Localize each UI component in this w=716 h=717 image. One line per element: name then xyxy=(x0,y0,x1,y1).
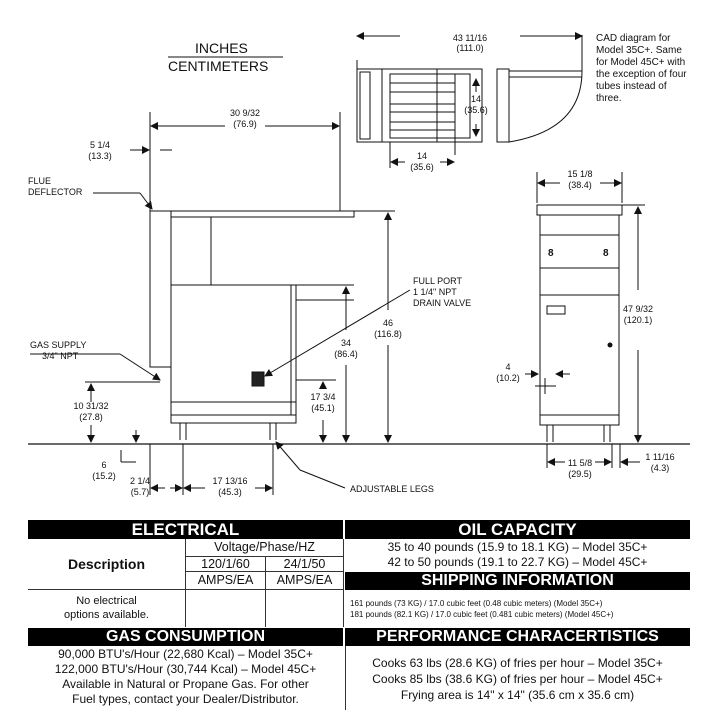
svg-text:Model 35C+. Same: Model 35C+. Same xyxy=(596,45,682,56)
side-view xyxy=(30,112,411,495)
dim-label: (45.1) xyxy=(311,403,335,413)
callout-label: 3/4" NPT xyxy=(42,351,79,361)
voltage-col-1: 120/1/60 xyxy=(201,557,250,571)
callout-label: GAS SUPPLY xyxy=(30,340,86,350)
dim-label: (86.4) xyxy=(334,349,358,359)
callout-label: DRAIN VALVE xyxy=(413,298,471,308)
shipping-header: SHIPPING INFORMATION xyxy=(345,572,690,590)
voltage-col-2: 24/1/50 xyxy=(283,557,326,571)
dim-label: (120.1) xyxy=(624,315,653,325)
amps-col-2: AMPS/EA xyxy=(276,573,333,587)
front-view xyxy=(525,172,645,468)
dim-label: 4 xyxy=(505,362,510,372)
svg-text:three.: three. xyxy=(596,93,622,104)
dim-label: (35.6) xyxy=(464,105,488,115)
dim-label: (111.0) xyxy=(456,43,483,53)
dim-label: 17 3/4 xyxy=(310,392,335,402)
dim-label: (76.9) xyxy=(233,119,257,129)
cad-note: CAD diagram for Model 35C+. Same for Mod… xyxy=(596,33,687,104)
oil-capacity-text: 35 to 40 pounds (15.9 to 18.1 KG) – Mode… xyxy=(387,540,648,569)
svg-text:tubes instead of: tubes instead of xyxy=(596,81,667,92)
dim-label: (4.3) xyxy=(651,463,670,473)
dim-label: (116.8) xyxy=(374,329,402,339)
cad-drawing: 8 8 INCHES CENTIMETERS 43 11/16 (111.0) 1… xyxy=(28,32,690,497)
dim-label: 14 xyxy=(471,94,481,104)
dim-label: 43 11/16 xyxy=(453,33,487,43)
dim-label: 10 31/32 xyxy=(73,401,108,411)
dim-label: (29.5) xyxy=(568,469,592,479)
callout-label: DEFLECTOR xyxy=(28,187,83,197)
callout-label: ADJUSTABLE LEGS xyxy=(350,484,434,494)
dim-label: (15.2) xyxy=(92,471,116,481)
amps-col-1: AMPS/EA xyxy=(197,573,254,587)
dim-label: 5 1/4 xyxy=(90,140,110,150)
oil-capacity-header: OIL CAPACITY xyxy=(345,520,690,539)
gas-consumption-header: GAS CONSUMPTION xyxy=(28,628,343,646)
units-centimeters: CENTIMETERS xyxy=(168,58,268,74)
performance-header: PERFORMANCE CHARACERTISTICS xyxy=(345,628,690,646)
dim-label: (38.4) xyxy=(568,180,592,190)
dim-label: 6 xyxy=(101,460,106,470)
dim-label: (35.6) xyxy=(410,162,434,172)
svg-text:8: 8 xyxy=(548,248,554,259)
dim-label: 17 13/16 xyxy=(212,476,247,486)
dim-label: (45.3) xyxy=(218,487,242,497)
dim-label: 34 xyxy=(341,338,351,348)
dim-label: (13.3) xyxy=(88,151,112,161)
dim-label: 11 5/8 xyxy=(568,458,592,468)
callout-label: FULL PORT xyxy=(413,276,463,286)
description-header: Description xyxy=(67,556,145,572)
dim-label: (10.2) xyxy=(496,373,520,383)
electrical-header: ELECTRICAL xyxy=(28,520,343,539)
svg-text:for Model 45C+ with: for Model 45C+ with xyxy=(596,57,685,68)
dim-label: 15 1/8 xyxy=(567,169,592,179)
dim-label: 30 9/32 xyxy=(230,108,260,118)
dim-label: (5.7) xyxy=(131,487,150,497)
svg-text:the exception of four: the exception of four xyxy=(596,69,687,80)
voltage-header: Voltage/Phase/HZ xyxy=(214,540,315,554)
svg-text:CAD diagram for: CAD diagram for xyxy=(596,33,671,44)
dim-label: 2 1/4 xyxy=(130,476,150,486)
dim-label: 46 xyxy=(383,318,393,328)
dim-label: 14 xyxy=(417,151,427,161)
gas-consumption-text: 90,000 BTU's/Hour (22,680 Kcal) – Model … xyxy=(54,647,317,706)
callout-label: 1 1/4" NPT xyxy=(413,287,457,297)
dim-label: (27.8) xyxy=(79,412,103,422)
shipping-text: 161 pounds (73 KG) / 17.0 cubic feet (0.… xyxy=(350,599,614,619)
callout-label: FLUE xyxy=(28,176,51,186)
performance-text: Cooks 63 lbs (28.6 KG) of fries per hour… xyxy=(372,656,663,702)
dim-label: 47 9/32 xyxy=(623,304,653,314)
svg-text:8: 8 xyxy=(603,248,609,259)
dim-label: 1 11/16 xyxy=(645,452,674,462)
top-view xyxy=(356,32,583,168)
units-inches: INCHES xyxy=(195,40,248,56)
